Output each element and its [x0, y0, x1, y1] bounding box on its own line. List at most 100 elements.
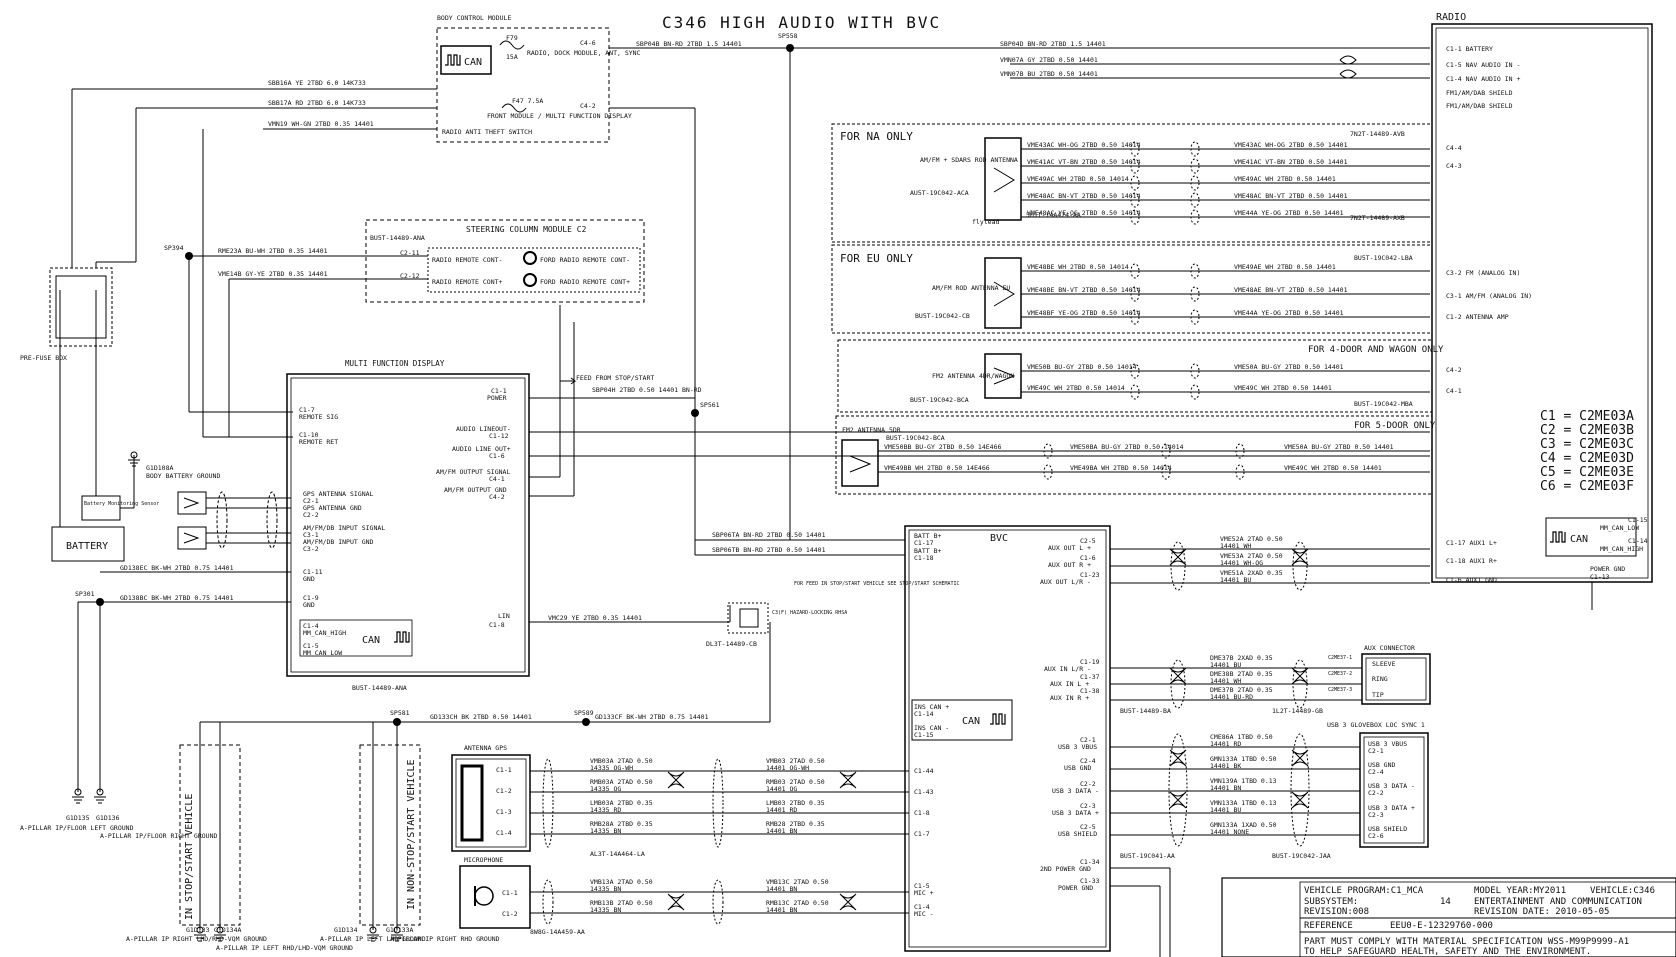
usb-pin-c2-6: C2-6 [1368, 832, 1384, 840]
connector-c5: C5 = C2ME03E [1540, 465, 1634, 480]
ground-icon [194, 926, 206, 942]
bvc-pin-c1-23: C1-23 [1080, 571, 1100, 579]
wire-sbp04b: SBP04B BN-RD 2TBD 1.5 14401 [636, 40, 742, 48]
antenna-gps: ANTENNA GPS C1-1 C1-2 C1-3 C1-4 AL3T-14A… [451, 744, 645, 858]
bvc-pin-c2-3: C2-3 [1080, 802, 1096, 810]
mfd-amfm-sig: AM/FM OUTPUT SIGNAL [436, 468, 510, 476]
ground-g1d136: G1D136 [96, 814, 120, 822]
usb-wire: GMN133A 1XAD 0.50 [1210, 821, 1277, 829]
bvc-aux-out-lr: AUX OUT L/R - [1040, 578, 1091, 586]
mic-wire-right: RMB13C 2TAD 0.50 [766, 899, 829, 907]
aux-harness-1: BU5T-14489-BA [1120, 707, 1171, 715]
mfd-pin-c1-5: C1-5 [303, 642, 319, 650]
na-wire-left: VME48AC BN-VT 2TBD 0.50 14014 [1027, 192, 1141, 200]
ground-g1d133: G1D133 [186, 926, 210, 934]
gps-wire-right-detail: 14401 BN [766, 827, 797, 835]
eu-antenna-part: BU5T-19C042-CB [915, 312, 970, 320]
aux-in-wire-detail: 14401 WH [1210, 677, 1241, 685]
aux-pin-3: C2ME37-3 [1328, 687, 1352, 693]
mic-wire-right: VMB13C 2TAD 0.50 [766, 878, 829, 886]
na-antenna-label: AM/FM + SDARS ROD ANTENNA [920, 156, 1018, 164]
splice-sp301 [96, 598, 104, 606]
mfd-can-high: MM_CAN_HIGH [303, 629, 346, 637]
ground-g1d133a: G1D133A [386, 926, 413, 934]
mfd-pin-c1-12: C1-12 [489, 432, 509, 440]
bvc-aux-wire-detail: 14401 BU [1220, 576, 1251, 584]
gps-label: ANTENNA GPS [464, 744, 507, 752]
mfd-pin-c1-9: C1-9 [303, 594, 319, 602]
aux-connector-label: AUX CONNECTOR [1364, 644, 1415, 652]
bvc-pin-c2-5b: C2-5 [1080, 823, 1096, 831]
fv-wire-right: VME49C WH 2TBD 0.50 14401 [1284, 464, 1382, 472]
na-wire-right: VME41AC VT-BN 2TBD 0.50 14401 [1234, 158, 1348, 166]
fd-wire-left: VME49C WH 2TBD 0.50 14014 [1027, 384, 1125, 392]
mfd-pin-c1-7: C1-7 [299, 406, 315, 414]
usb-pin-c2-2: C2-2 [1368, 789, 1384, 797]
mic-part: 8W8G-14A459-AA [530, 928, 585, 936]
eu-wire-left: VME48BF YE-OG 2TBD 0.50 14014 [1027, 309, 1141, 317]
in-non-stop-start-label: IN NON-STOP/START VEHICLE [406, 759, 417, 910]
bcm-label: BODY CONTROL MODULE [437, 14, 511, 22]
wire-vme14b: VME14B GY-YE 2TBD 0.35 14401 [218, 270, 328, 278]
body-control-module: BODY CONTROL MODULE CAN F79 15A RADIO, D… [436, 14, 641, 143]
na-antenna-part: AU5T-19C042-ACA [910, 189, 969, 197]
eu-wire-right: VME49AE WH 2TBD 0.50 14401 [1234, 263, 1336, 271]
wire-sbb17a: SBB17A RD 2TBD 6.0 14K733 [268, 99, 366, 107]
mfd-gnd-1: GND [303, 575, 315, 583]
bvc-pin-c1-15: C1-15 [914, 731, 934, 739]
mfd-label: MULTI FUNCTION DISPLAY [345, 359, 445, 368]
tb-program: VEHICLE PROGRAM:C1_MCA [1304, 886, 1424, 896]
radio-pin-c1-4: C1-4 NAV AUDIO IN + [1446, 75, 1520, 83]
aux-in-wire: DME37B 2XAD 0.35 [1210, 654, 1273, 662]
gps-part: AL3T-14A464-LA [590, 850, 645, 858]
usb-wire: CME86A 1TBD 0.50 [1210, 733, 1273, 741]
usb-data-minus: USB 3 DATA - [1368, 782, 1415, 790]
radio-shield-2: FM1/AM/DAB SHIELD [1446, 102, 1513, 110]
na-wire-right: VME43AC WH-OG 2TBD 0.50 14401 [1234, 141, 1348, 149]
fm2-antenna-part: BU5T-19C042-BCA [910, 396, 969, 404]
usb-wire: VMN133A 1TBD 0.13 [1210, 799, 1277, 807]
mfd-gps-sig: GPS ANTENNA SIGNAL [303, 490, 374, 498]
bvc-pin-c1-8: C1-8 [914, 809, 930, 817]
connector-legend: C1 = C2ME03A C2 = C2ME03B C3 = C2ME03C C… [1540, 409, 1634, 494]
bvc-mic-minus: MIC - [914, 910, 934, 918]
ground-g1d135-desc: A-PILLAR IP/FLOOR LEFT GROUND [20, 824, 134, 832]
aux-in-wire-detail: 14401 BU [1210, 661, 1241, 669]
fd-wire-right: VME50A BU-GY 2TBD 0.50 14401 [1234, 363, 1344, 371]
bvc-can-label: CAN [962, 716, 980, 727]
usb-shield: USB SHIELD [1368, 825, 1407, 833]
fm2-antenna-label: FM2 ANTENNA 4DR/WAGON [932, 372, 1014, 380]
mfd-audio-lineout-plus: AUDIO LINE OUT+ [452, 445, 511, 453]
section-na-only: FOR NA ONLY AM/FM + SDARS ROD ANTENNA AU… [831, 123, 1433, 243]
mic-wire-left-detail: 14335 BN [590, 885, 621, 893]
eu-harness: BU5T-19C042-LBA [1354, 254, 1413, 262]
mfd-pin-c2-2: C2-2 [303, 511, 319, 519]
usb-vbus: USB 3 VBUS [1368, 740, 1407, 748]
fuse-f79-desc: RADIO, DOCK MODULE, ANT, SYNC [527, 49, 641, 57]
bvc-pin-c2-5: C2-5 [1080, 537, 1096, 545]
bvc-2nd-power-gnd: 2ND POWER GND [1040, 865, 1091, 873]
splice-sp581-label: SP581 [390, 709, 410, 717]
gps-pin-c1-4: C1-4 [496, 829, 512, 837]
splice-sp558-label: SP558 [778, 32, 798, 40]
tb-note-2: TO HELP SAFEGUARD HEALTH, SAFETY AND THE… [1304, 947, 1591, 957]
mfd-can-low: MM_CAN_LOW [303, 649, 342, 657]
connector-c3: C3 = C2ME03C [1540, 437, 1634, 452]
gps-wire-left-detail: 14335 RD [590, 806, 621, 814]
gps-wire-left-detail: 14335 BN [590, 827, 621, 835]
usb-wire: VMN139A 1TBD 0.13 [1210, 777, 1277, 785]
na-wire-left: VME43AC WH-OG 2TBD 0.50 14014 [1027, 141, 1141, 149]
eu-wire-left: VME48BE BN-VT 2TBD 0.50 14014 [1027, 286, 1141, 294]
steering-label: STEERING COLUMN MODULE C2 [466, 225, 587, 234]
steering-part: BU5T-14489-ANA [370, 234, 425, 242]
in-stop-start-label: IN STOP/START VEHICLE [184, 794, 195, 920]
wire-vmc29: VMC29 YE 2TBD 0.35 14401 [548, 614, 642, 622]
hazard-part: DL3T-14489-CB [706, 640, 757, 648]
mfd-pin-c1-6: C1-6 [489, 452, 505, 460]
tb-subsystem-no: 14 [1440, 897, 1451, 907]
wire-gd138ec: GD138EC BK-WH 2TBD 0.75 14401 [120, 564, 234, 572]
mfd-pin-c1-4: C1-4 [303, 622, 319, 630]
fv-wire-right: VME50A BU-GY 2TBD 0.50 14401 [1284, 443, 1394, 451]
ground-g1d134a-desc: A-PILLAR IP LEFT RHD/LHD-VQM GROUND [216, 944, 353, 952]
gps-wire-right-detail: 14401 OG-WH [766, 764, 809, 772]
